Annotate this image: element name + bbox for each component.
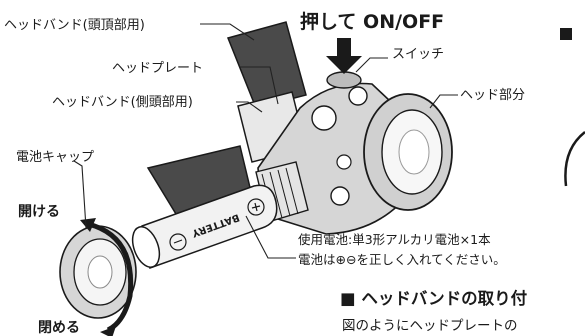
partial-square-bullet	[560, 28, 572, 40]
leader-battery-cap	[73, 160, 87, 229]
label-head-band-side: ヘッドバンド(側頭部用)	[52, 95, 193, 110]
partial-illustration	[564, 131, 585, 187]
thread-line	[277, 169, 291, 217]
body-hole	[336, 154, 352, 170]
label-press-on-off: 押して ON/OFF	[300, 10, 444, 33]
leader-head-part	[429, 94, 458, 109]
section-heading: ■ ヘッドバンドの取り付	[340, 288, 528, 308]
head-reflector	[398, 129, 430, 175]
label-switch: スイッチ	[392, 47, 444, 62]
label-battery-used: 使用電池:単3形アルカリ電池×1本	[298, 232, 491, 247]
label-head-part: ヘッド部分	[460, 88, 525, 103]
body-hole	[348, 86, 368, 106]
label-close: 閉める	[38, 320, 80, 336]
leader-head-band-top	[200, 23, 255, 41]
label-battery-note: 電池は⊕⊖を正しく入れてください。	[298, 252, 506, 267]
arrow-head-icon	[100, 326, 116, 336]
leader-head-band-side	[236, 101, 263, 113]
thread-line	[269, 171, 283, 219]
battery: BATTERY	[131, 184, 278, 270]
body-hole	[311, 105, 337, 131]
label-battery-cap: 電池キャップ	[16, 150, 94, 165]
battery-cap	[59, 225, 137, 319]
body-hole	[330, 186, 350, 206]
label-open: 開ける	[18, 204, 60, 220]
head-band-top	[226, 21, 307, 109]
minus-terminal-icon	[169, 233, 187, 251]
leader-head-plate	[240, 66, 279, 105]
body-text: 図のようにヘッドプレートの	[342, 318, 518, 334]
label-head-band-top: ヘッドバンド(頭頂部用)	[4, 18, 145, 33]
rotation-arrow	[87, 221, 134, 333]
press-down-arrow-icon	[326, 38, 362, 74]
arrow-head-icon	[80, 218, 96, 232]
thread-line	[285, 167, 299, 215]
label-head-plate: ヘッドプレート	[112, 61, 203, 76]
leader-switch	[355, 57, 388, 73]
leader-battery	[245, 215, 296, 259]
switch-button	[326, 71, 362, 89]
plus-terminal-icon	[247, 198, 265, 216]
